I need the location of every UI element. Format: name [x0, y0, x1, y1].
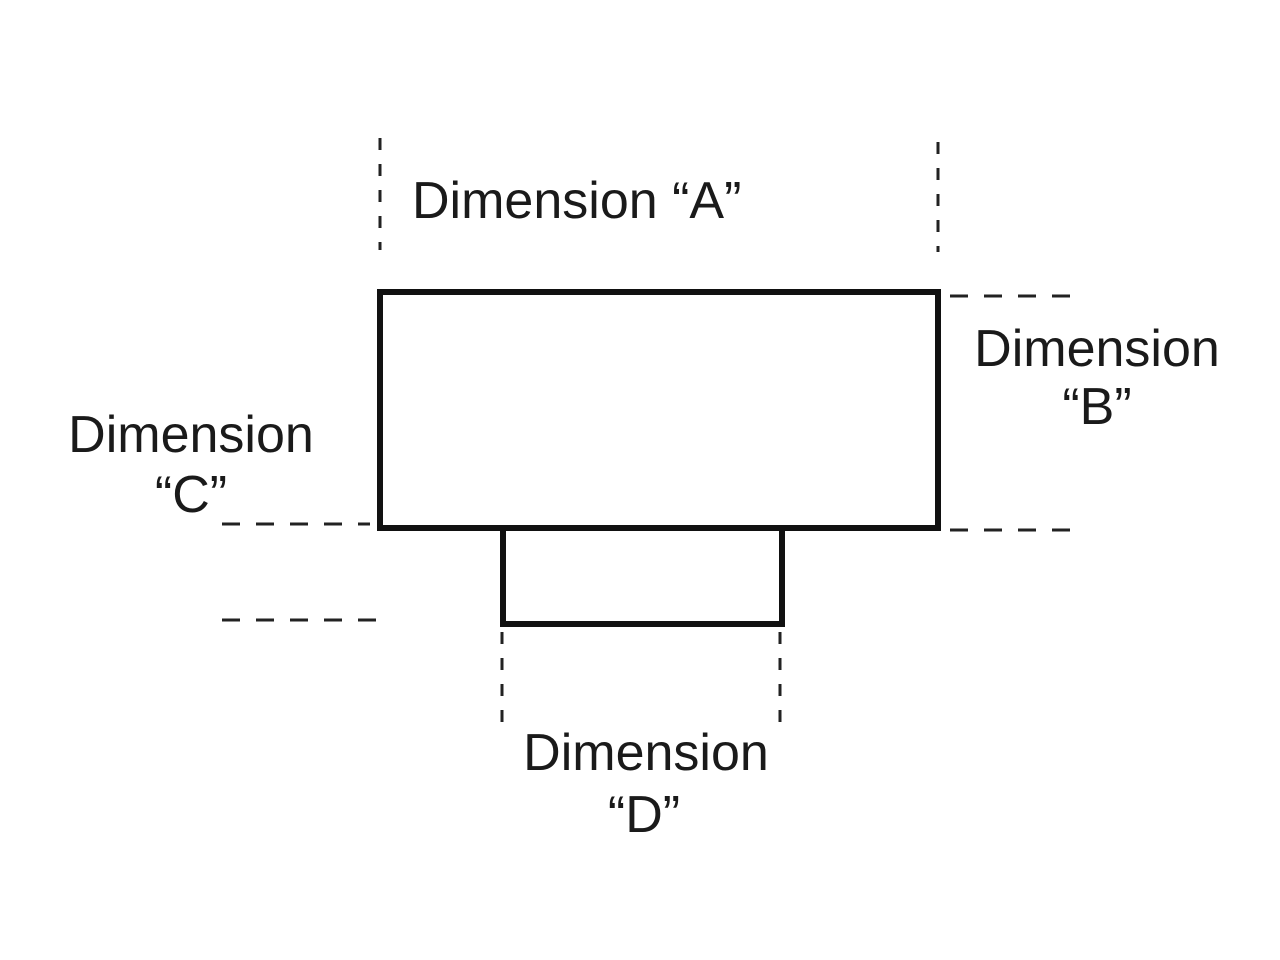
dimension-b-label-line1: Dimension — [974, 320, 1220, 378]
upper-block — [377, 289, 941, 531]
dimension-c-label-line2: “C” — [155, 466, 227, 524]
dimension-b-label-line2: “B” — [1062, 378, 1131, 436]
dimension-a-label: Dimension “A” — [412, 172, 741, 230]
dimension-c-label-line1: Dimension — [68, 406, 314, 464]
lower-block — [500, 525, 785, 627]
dimension-d-label-line1: Dimension — [523, 724, 769, 782]
dimension-d-label-line2: “D” — [608, 786, 680, 844]
